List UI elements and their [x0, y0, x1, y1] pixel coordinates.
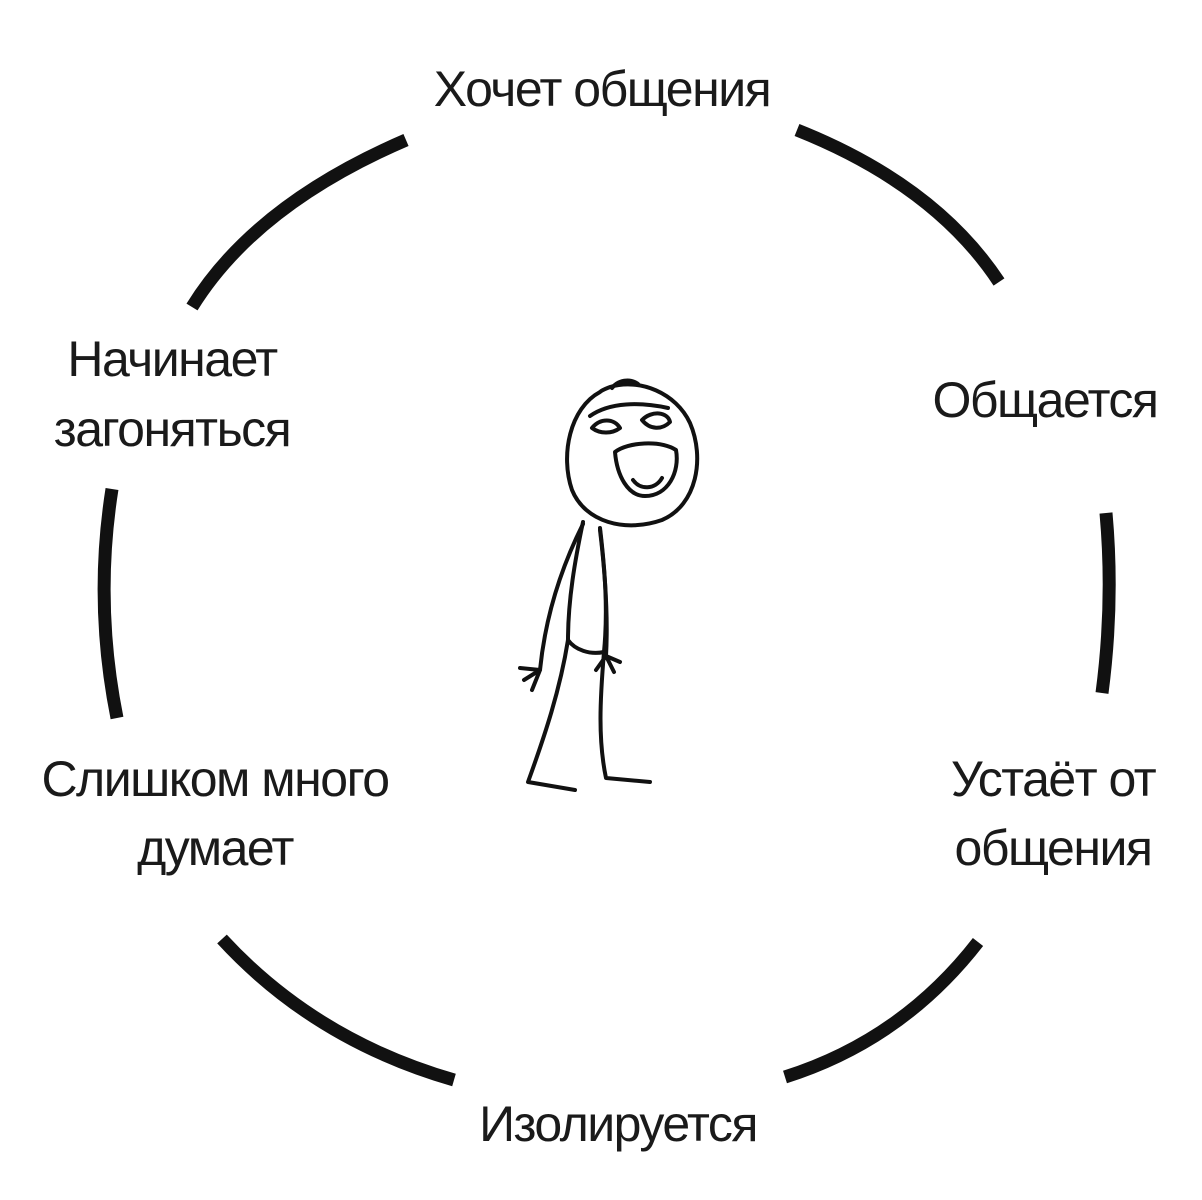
stage-labels: Хочет общения Общается Устаёт от общения… — [41, 61, 1159, 1152]
stage-spirals-line-2: загоняться — [54, 401, 290, 457]
stage-overthinks-line-2: думает — [137, 820, 294, 876]
stage-isolates: Изолируется — [479, 1096, 757, 1152]
stage-gets-tired-line-1: Устаёт от — [951, 751, 1157, 807]
arc-top-left — [186, 134, 409, 311]
stage-gets-tired-line-2: общения — [955, 820, 1152, 876]
stage-wants-contact: Хочет общения — [434, 61, 770, 117]
figure-mouth — [613, 441, 679, 498]
arc-right — [1095, 512, 1116, 694]
figure-eye-right — [640, 411, 672, 430]
arc-bottom-left — [217, 934, 456, 1087]
stage-communicates: Общается — [932, 372, 1157, 428]
figure-crotch — [566, 638, 606, 655]
figure-arm-right — [594, 528, 622, 674]
arc-top-right — [794, 123, 1005, 286]
cycle-ring — [97, 123, 1116, 1087]
stick-figure-icon — [518, 378, 700, 792]
figure-eye-left — [590, 418, 622, 435]
figure-eyebrow — [588, 402, 670, 418]
figure-arm-left — [518, 522, 585, 692]
figure-head — [565, 382, 700, 528]
arc-bottom-right — [783, 938, 984, 1084]
figure-leg-left — [526, 638, 577, 792]
stage-spirals-line-1: Начинает — [67, 331, 278, 387]
arc-left — [97, 487, 124, 720]
figure-tongue — [631, 476, 664, 490]
stage-overthinks-line-1: Слишком много — [41, 751, 388, 807]
figure-hair — [610, 378, 640, 390]
figure-leg-right — [598, 650, 652, 784]
